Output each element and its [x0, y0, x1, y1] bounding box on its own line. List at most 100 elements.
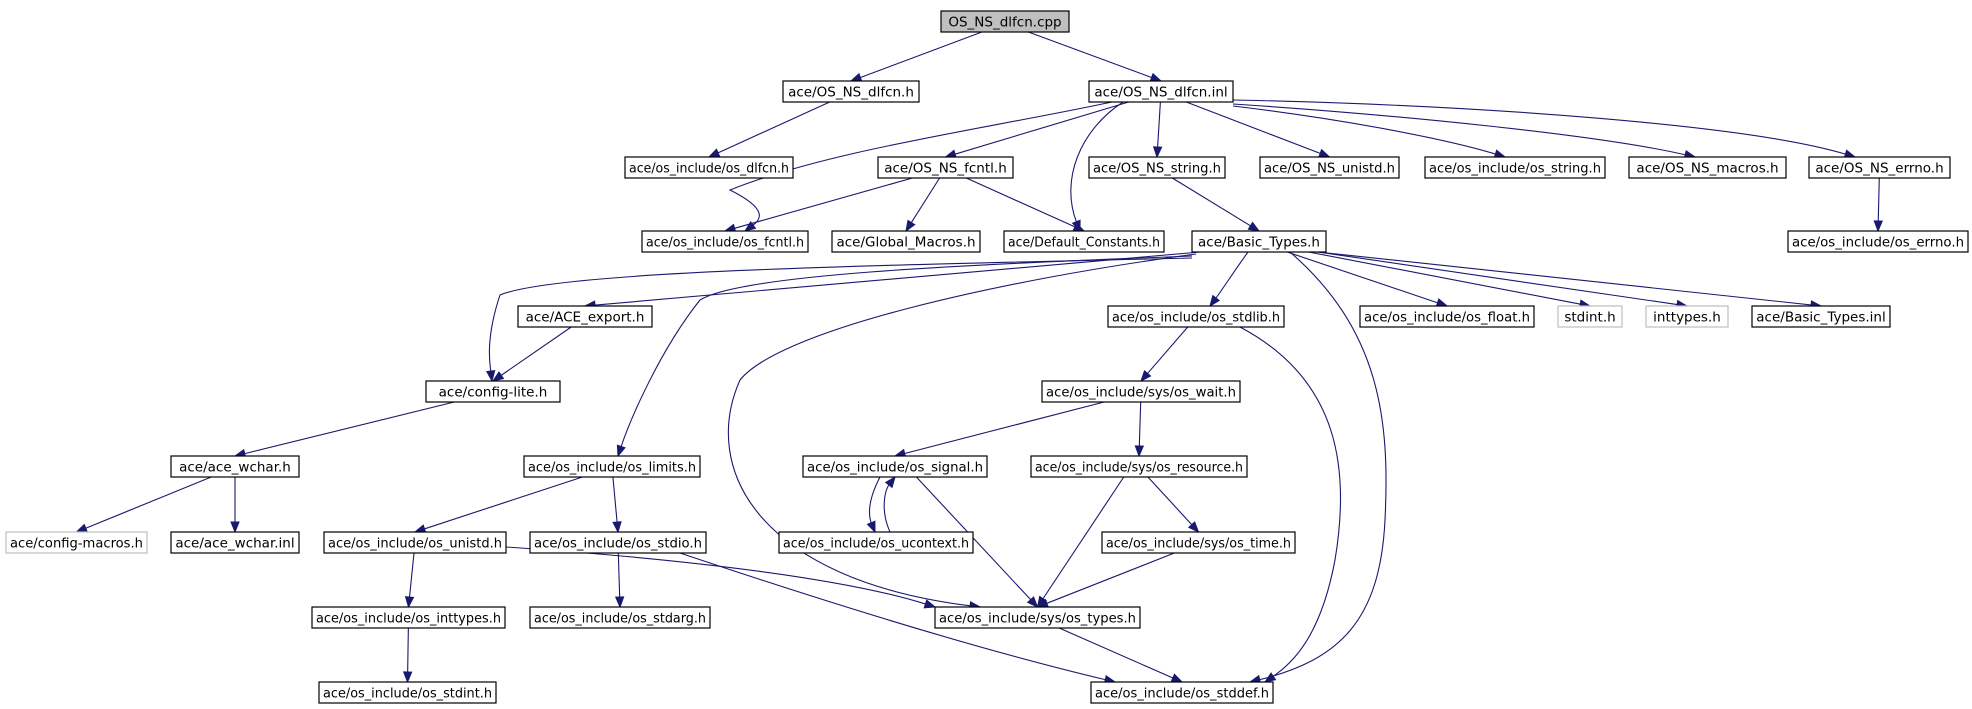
node-os-inttypes[interactable]: ace/os_include/os_inttypes.h — [311, 606, 506, 629]
node-box[interactable] — [5, 531, 148, 554]
node-config-lite[interactable]: ace/config-lite.h — [425, 380, 561, 403]
node-os-ucontext[interactable]: ace/os_include/os_ucontext.h — [778, 531, 974, 554]
node-box[interactable] — [877, 156, 1014, 179]
node-box[interactable] — [1424, 156, 1606, 179]
edge-dlfcn-h-to-os-dlfcn — [707, 101, 830, 158]
node-box[interactable] — [1359, 305, 1535, 328]
node-box[interactable] — [170, 531, 300, 554]
node-box[interactable] — [1751, 305, 1891, 328]
node-macros-h[interactable]: ace/OS_NS_macros.h — [1628, 156, 1787, 179]
node-box[interactable] — [1088, 156, 1226, 179]
node-ace-wchar-inl[interactable]: ace/ace_wchar.inl — [170, 531, 300, 554]
node-box[interactable] — [1808, 156, 1951, 179]
edge-ace-export-to-config-lite — [491, 326, 572, 382]
node-box[interactable] — [1088, 80, 1234, 103]
node-os-signal[interactable]: ace/os_include/os_signal.h — [802, 455, 988, 478]
node-box[interactable] — [1557, 305, 1623, 328]
node-label: ace/os_include/os_stddef.h — [1095, 686, 1269, 702]
edge-root-to-dlfcn-h — [849, 31, 983, 82]
node-os-string[interactable]: ace/os_include/os_string.h — [1424, 156, 1606, 179]
node-label: ace/os_include/os_stdlib.h — [1112, 310, 1280, 326]
node-root[interactable]: OS_NS_dlfcn.cpp — [940, 10, 1070, 33]
node-errno-h[interactable]: ace/OS_NS_errno.h — [1808, 156, 1951, 179]
node-box[interactable] — [529, 606, 711, 629]
edge-os-stdlib-to-os-stddef — [1239, 326, 1342, 683]
node-box[interactable] — [1090, 681, 1274, 704]
node-box[interactable] — [831, 230, 981, 253]
node-os-limits[interactable]: ace/os_include/os_limits.h — [523, 455, 701, 478]
node-stdint[interactable]: stdint.h — [1557, 305, 1623, 328]
node-box[interactable] — [641, 230, 809, 253]
node-global-macros[interactable]: ace/Global_Macros.h — [831, 230, 981, 253]
node-label: ace/os_include/os_stdio.h — [534, 536, 702, 552]
node-label: ace/OS_NS_string.h — [1093, 161, 1221, 177]
edge-root-to-dlfcn-inl — [1028, 31, 1163, 82]
node-sys-resource[interactable]: ace/os_include/sys/os_resource.h — [1030, 455, 1248, 478]
node-basic-types[interactable]: ace/Basic_Types.h — [1191, 230, 1327, 253]
edge-sys-wait-to-os-signal — [893, 401, 1105, 458]
node-label: ace/os_include/os_limits.h — [528, 460, 696, 476]
node-label: ace/config-lite.h — [439, 385, 548, 401]
node-box[interactable] — [170, 455, 300, 478]
node-box[interactable] — [517, 305, 653, 328]
node-unistd-h[interactable]: ace/OS_NS_unistd.h — [1259, 156, 1400, 179]
node-box[interactable] — [1259, 156, 1400, 179]
node-box[interactable] — [802, 455, 988, 478]
node-box[interactable] — [529, 531, 707, 554]
node-os-errno[interactable]: ace/os_include/os_errno.h — [1787, 230, 1969, 253]
node-box[interactable] — [523, 455, 701, 478]
node-inttypes[interactable]: inttypes.h — [1645, 305, 1729, 328]
node-box[interactable] — [940, 10, 1070, 33]
edge-sys-wait-to-sys-resource — [1134, 401, 1145, 458]
node-os-unistd[interactable]: ace/os_include/os_unistd.h — [323, 531, 507, 554]
node-label: ace/Global_Macros.h — [836, 235, 975, 251]
node-fcntl-h[interactable]: ace/OS_NS_fcntl.h — [877, 156, 1014, 179]
node-dlfcn-inl[interactable]: ace/OS_NS_dlfcn.inl — [1088, 80, 1234, 103]
node-ace-export[interactable]: ace/ACE_export.h — [517, 305, 653, 328]
node-box[interactable] — [318, 681, 497, 704]
node-box[interactable] — [782, 80, 920, 103]
node-default-constants[interactable]: ace/Default_Constants.h — [1003, 230, 1165, 253]
node-config-macros[interactable]: ace/config-macros.h — [5, 531, 148, 554]
node-os-stdint[interactable]: ace/os_include/os_stdint.h — [318, 681, 497, 704]
node-box[interactable] — [1645, 305, 1729, 328]
node-box[interactable] — [1030, 455, 1248, 478]
node-box[interactable] — [1041, 380, 1241, 403]
node-box[interactable] — [778, 531, 974, 554]
edge-basic-types-to-os-limits — [616, 255, 1193, 458]
edge-os-limits-to-os-stdio — [612, 476, 622, 534]
edge-basic-types-to-basic-types-inl — [1317, 251, 1823, 310]
node-box[interactable] — [1101, 531, 1296, 554]
node-box[interactable] — [1787, 230, 1969, 253]
node-os-float[interactable]: ace/os_include/os_float.h — [1359, 305, 1535, 328]
node-os-stdarg[interactable]: ace/os_include/os_stdarg.h — [529, 606, 711, 629]
node-os-fcntl[interactable]: ace/os_include/os_fcntl.h — [641, 230, 809, 253]
node-sys-wait[interactable]: ace/os_include/sys/os_wait.h — [1041, 380, 1241, 403]
node-os-stdio[interactable]: ace/os_include/os_stdio.h — [529, 531, 707, 554]
node-basic-types-inl[interactable]: ace/Basic_Types.inl — [1751, 305, 1891, 328]
node-os-dlfcn[interactable]: ace/os_include/os_dlfcn.h — [624, 156, 794, 179]
node-box[interactable] — [1191, 230, 1327, 253]
nodes-layer: OS_NS_dlfcn.cpp ace/OS_NS_dlfcn.h ace/OS_N… — [5, 10, 1969, 704]
node-box[interactable] — [425, 380, 561, 403]
node-box[interactable] — [934, 606, 1141, 629]
node-box[interactable] — [1628, 156, 1787, 179]
node-box[interactable] — [323, 531, 507, 554]
node-string-h[interactable]: ace/OS_NS_string.h — [1088, 156, 1226, 179]
edge-basic-types-to-config-lite — [485, 257, 1193, 383]
node-box[interactable] — [311, 606, 506, 629]
node-ace-wchar[interactable]: ace/ace_wchar.h — [170, 455, 300, 478]
node-label: ace/OS_NS_errno.h — [1815, 161, 1943, 177]
node-label: stdint.h — [1564, 310, 1615, 326]
node-os-stddef[interactable]: ace/os_include/os_stddef.h — [1090, 681, 1274, 704]
node-os-stdlib[interactable]: ace/os_include/os_stdlib.h — [1107, 305, 1285, 328]
node-box[interactable] — [1107, 305, 1285, 328]
node-sys-time[interactable]: ace/os_include/sys/os_time.h — [1101, 531, 1296, 554]
node-box[interactable] — [1003, 230, 1165, 253]
edge-os-unistd-to-os-inttypes — [404, 552, 415, 609]
node-box[interactable] — [624, 156, 794, 179]
node-sys-types[interactable]: ace/os_include/sys/os_types.h — [934, 606, 1141, 629]
node-dlfcn-h[interactable]: ace/OS_NS_dlfcn.h — [782, 80, 920, 103]
node-label: ace/OS_NS_dlfcn.h — [788, 85, 914, 101]
node-label: ace/os_include/sys/os_time.h — [1106, 536, 1291, 552]
